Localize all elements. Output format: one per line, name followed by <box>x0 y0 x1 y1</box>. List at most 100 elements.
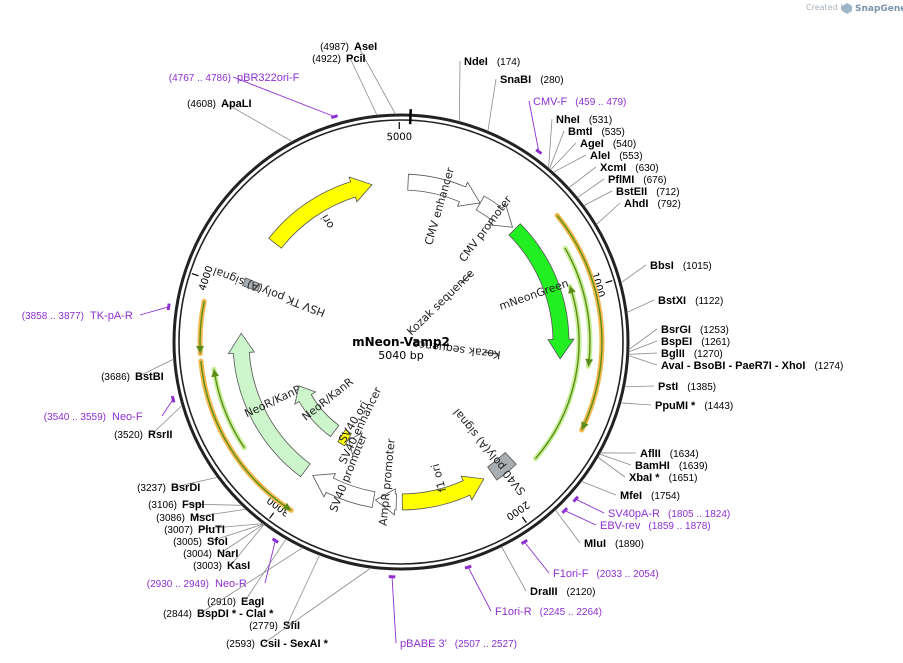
feature-ampr-promoter <box>374 488 397 516</box>
site-position: (174) <box>497 57 520 68</box>
site-name: NdeI <box>464 56 488 68</box>
site-leader-line <box>349 57 378 116</box>
site-position: (3005) <box>173 537 202 548</box>
site-position: (630) <box>635 163 658 174</box>
site-nhei: NheI(531) <box>548 114 612 169</box>
site-bbsi: BbsI(1015) <box>620 260 712 283</box>
site-leader-line <box>224 102 293 142</box>
primer-name: EBV-rev <box>600 520 641 532</box>
site-position: (1754) <box>651 491 680 502</box>
primer-mark <box>535 148 543 155</box>
orf-arrowhead <box>568 286 576 294</box>
site-leader-line <box>458 60 461 122</box>
tick-label: 5000 <box>387 132 413 143</box>
site-position: (3004) <box>183 549 212 560</box>
site-leader-line <box>620 264 647 283</box>
site-kasi: KasI(3003) <box>193 524 265 572</box>
primer-sites: pBR322ori-F(4767 .. 4786) CMV-F(459 .. 47… <box>22 72 731 650</box>
tick-mark <box>269 512 275 519</box>
site-name: BstEII <box>616 186 647 198</box>
site-name: PpuMI * <box>655 400 696 412</box>
feature-mneongreen <box>508 223 575 360</box>
site-pluti: PluTI(3007) <box>164 523 264 536</box>
primer-name: Neo-F <box>112 411 143 423</box>
site-nari: NarI (3004) <box>183 523 265 560</box>
orf-arrowhead <box>581 421 589 431</box>
orf-arc-core <box>534 285 580 460</box>
site-xbai: XbaI *(1651) <box>597 456 697 484</box>
site-apali: ApaLI (4608) <box>187 98 293 142</box>
site-leader-line <box>201 523 264 530</box>
site-leader-line <box>626 299 655 313</box>
orf-arc-core <box>564 247 591 367</box>
backbone <box>172 109 630 571</box>
site-position: (2120) <box>567 587 596 598</box>
site-leader-line <box>200 547 303 614</box>
site-leader-line <box>174 476 218 488</box>
site-position: (1015) <box>683 261 712 272</box>
primer-leader-line <box>575 498 605 514</box>
tick-mark <box>605 280 613 284</box>
site-name: PciI <box>346 53 366 65</box>
site-name: BspEI <box>661 336 692 348</box>
site-leader-line <box>620 402 652 406</box>
primer-cmv-f: CMV-F(459 .. 479) <box>528 96 626 155</box>
site-bglii: BglII(1270) <box>628 348 723 360</box>
site-leader-line <box>220 523 265 554</box>
site-name: AhdI <box>624 198 648 210</box>
primer-leader-line <box>139 306 169 316</box>
site-name: AflII <box>640 448 661 460</box>
site-position: (1270) <box>694 349 723 360</box>
site-position: (531) <box>589 115 612 126</box>
site-bsrdi: BsrDI(3237) <box>137 476 218 494</box>
orf-arrowhead <box>211 369 220 378</box>
site-leader-line <box>244 538 287 602</box>
site-name: BstXI <box>658 295 686 307</box>
site-position: (1122) <box>695 296 723 307</box>
primer-position: (2033 .. 2054) <box>596 569 658 580</box>
primer-sv40pa-r: SV40pA-R(1805 .. 1824) <box>572 495 730 520</box>
site-name: NarI <box>217 548 238 560</box>
primer-pbr322ori-f: pBR322ori-F(4767 .. 4786) <box>169 72 339 120</box>
primer-mark <box>561 507 569 514</box>
site-leader-line <box>357 45 396 115</box>
primer-neo-f: Neo-F (3540 .. 3559) <box>44 395 176 423</box>
feature-cmv-enhancer <box>407 173 481 207</box>
site-name: ApaLI <box>221 98 252 110</box>
site-position: (553) <box>619 151 642 162</box>
site-leader-line <box>151 405 183 435</box>
site-leader-line <box>568 166 597 188</box>
primer-position: (2245 .. 2264) <box>540 607 602 618</box>
site-name: EagI <box>241 596 264 608</box>
site-snabi: SnaBI(280) <box>487 74 564 132</box>
site-position: (712) <box>656 187 679 198</box>
site-name: AseI <box>354 41 377 53</box>
feature-label: f1 ori <box>429 462 449 493</box>
site-fspi: FspI(3106) <box>148 499 242 511</box>
site-position: (4987) <box>320 42 349 53</box>
primer-position: (2930 .. 2949) <box>147 579 209 590</box>
site-position: (792) <box>657 199 680 210</box>
site-leader-line <box>286 554 321 626</box>
primer-tk-pa-r: TK-pA-R(3858 .. 3877) <box>22 303 171 322</box>
feature-neor-kanr <box>227 332 311 478</box>
site-psti: PstI(1385) <box>624 381 716 393</box>
site-name: PstI <box>658 381 678 393</box>
orf-arrowhead <box>585 358 594 367</box>
site-mfei: MfeI(1754) <box>581 481 680 502</box>
site-position: (1253) <box>700 325 729 336</box>
site-agei: AgeI(540) <box>550 138 636 171</box>
site-name: SfoI <box>207 536 228 548</box>
site-ppumi: PpuMI *(1443) <box>620 400 733 412</box>
site-name: MluI <box>584 538 606 550</box>
primer-position: (3540 .. 3559) <box>44 412 106 423</box>
site-position: (3007) <box>164 525 193 536</box>
site-position: (4608) <box>187 99 216 110</box>
site-name: DraIII <box>530 586 558 598</box>
site-position: (3086) <box>156 513 185 524</box>
feature-ori <box>268 176 373 249</box>
site-name: CsiI - SexAI * <box>260 638 329 650</box>
site-leader-line <box>138 358 174 377</box>
site-leader-line <box>624 385 655 388</box>
